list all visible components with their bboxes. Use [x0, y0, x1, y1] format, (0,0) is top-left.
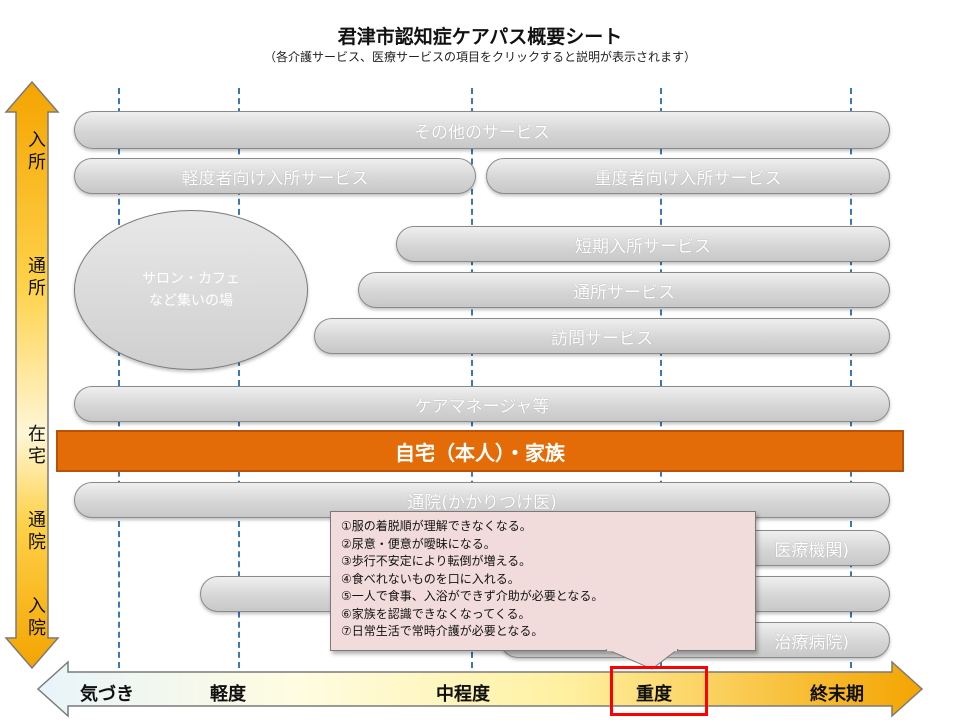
label-hospitalization: 入院 — [28, 596, 46, 639]
stage-divider — [118, 88, 120, 668]
day-service-pill[interactable]: 通所サービス — [358, 272, 890, 308]
stage-severe[interactable]: 重度 — [636, 684, 672, 705]
care-manager-label: ケアマネージャ等 — [414, 396, 550, 417]
stage-divider — [471, 88, 473, 668]
medical-institution-label: 医療機関) — [774, 540, 849, 561]
stage-awareness: 気づき — [80, 684, 134, 705]
tooltip-item: ③歩行不安定により転倒が増える。 — [341, 554, 532, 568]
home-visit-pill[interactable]: 訪問サービス — [314, 318, 890, 354]
stage-divider — [850, 88, 852, 668]
stage-terminal: 終末期 — [810, 684, 864, 705]
home-family-bar: 自宅（本人）・家族 — [56, 430, 904, 472]
label-residential: 入所 — [28, 130, 46, 173]
light-residential-label: 軽度者向け入所サービス — [181, 168, 369, 189]
tooltip-item: ⑤一人で食事、入浴ができず介助が必要となる。 — [341, 589, 604, 603]
label-at-home: 在宅 — [28, 424, 46, 467]
label-outpatient: 通院 — [28, 510, 46, 553]
salon-label-line1: サロン・カフェ — [142, 271, 240, 287]
selected-stage-highlight — [610, 666, 708, 716]
progression-axis-arrow — [36, 660, 924, 718]
salon-label-line2: など集いの場 — [149, 293, 233, 309]
tooltip-item: ②尿意・便意が曖昧になる。 — [341, 536, 496, 551]
treatment-hospital-label: 治療病院) — [774, 632, 849, 653]
tooltip-item: ⑥家族を認識できなくなってくる。 — [341, 606, 531, 621]
care-manager-pill[interactable]: ケアマネージャ等 — [74, 386, 890, 422]
page-title: 君津市認知症ケアパス概要シート — [337, 26, 623, 48]
short-stay-pill[interactable]: 短期入所サービス — [396, 226, 890, 262]
tooltip-item: ①服の着脱順が理解できなくなる。 — [341, 519, 532, 533]
heavy-residential-pill[interactable]: 重度者向け入所サービス — [486, 158, 890, 194]
salon-cafe-ellipse[interactable]: サロン・カフェ など集いの場 — [74, 210, 308, 370]
stage-divider — [660, 88, 662, 668]
tooltip-item: ⑦日常生活で常時介護が必要となる。 — [341, 624, 544, 638]
short-stay-label: 短期入所サービス — [575, 236, 711, 257]
light-residential-pill[interactable]: 軽度者向け入所サービス — [74, 158, 476, 194]
home-family-label: 自宅（本人）・家族 — [395, 440, 565, 465]
other-services-pill[interactable]: その他のサービス — [74, 111, 890, 149]
label-day-care: 通所 — [28, 256, 46, 299]
day-service-label: 通所サービス — [573, 282, 675, 303]
stage-mild: 軽度 — [210, 684, 246, 705]
tooltip-item: ④食べれないものを口に入れる。 — [341, 571, 520, 586]
tooltip-pointer — [605, 649, 679, 670]
page-subtitle: （各介護サービス、医療サービスの項目をクリックすると説明が表示されます） — [263, 50, 696, 64]
home-visit-label: 訪問サービス — [551, 328, 653, 349]
stage-divider — [238, 88, 240, 668]
severe-stage-tooltip: ①服の着脱順が理解できなくなる。 ②尿意・便意が曖昧になる。 ③歩行不安定により… — [330, 511, 756, 651]
vertical-axis-arrow — [4, 80, 60, 670]
heavy-residential-label: 重度者向け入所サービス — [594, 168, 782, 189]
clinic-label: 通院(かかりつけ医) — [407, 492, 557, 513]
other-services-label: その他のサービス — [414, 122, 550, 143]
stage-moderate: 中程度 — [436, 684, 490, 705]
